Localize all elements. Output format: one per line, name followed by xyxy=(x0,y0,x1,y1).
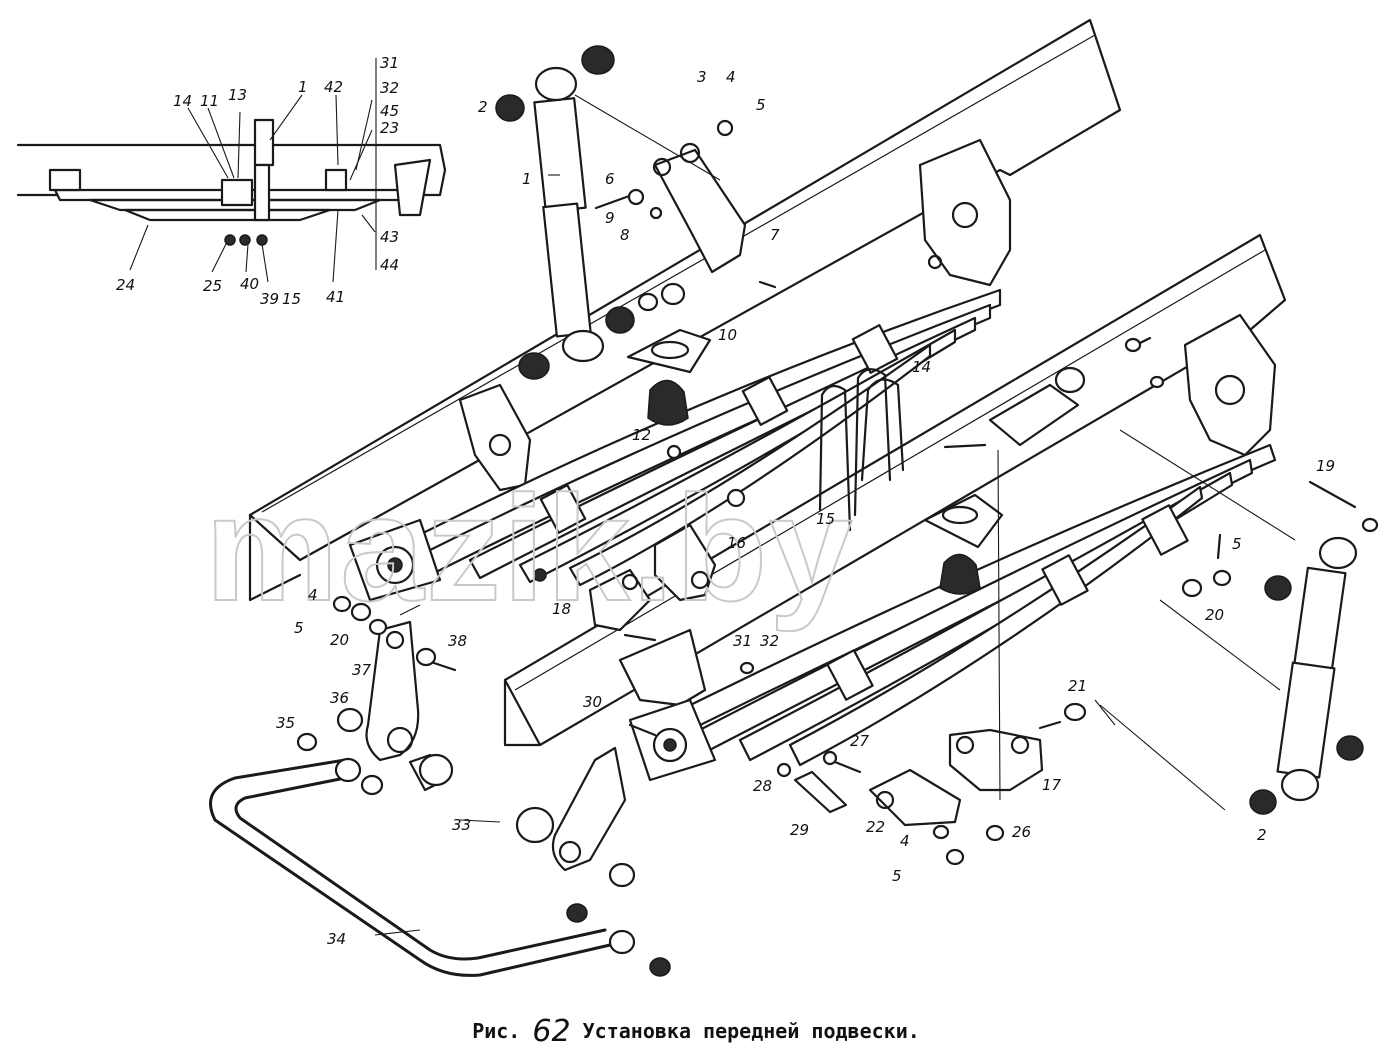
stabilizer-link-right xyxy=(551,746,627,872)
callout-10: 10 xyxy=(718,326,737,344)
callout-27: 27 xyxy=(850,732,870,750)
callout-4: 4 xyxy=(726,68,736,86)
callout-38: 38 xyxy=(448,632,467,650)
rear-spring-bracket-upper xyxy=(918,138,1012,287)
callout-32: 32 xyxy=(380,79,399,97)
leaf-spring-lower xyxy=(638,443,1277,767)
inset-leaders xyxy=(129,58,377,283)
callout-41: 41 xyxy=(326,288,345,306)
callout-35: 35 xyxy=(276,714,295,732)
callout-23: 23 xyxy=(380,119,399,137)
callout-14: 14 xyxy=(912,358,931,376)
callout-5: 5 xyxy=(756,96,766,114)
shock-bracket xyxy=(594,119,777,289)
callout-11: 11 xyxy=(200,92,219,110)
callout-1: 1 xyxy=(522,170,532,188)
bump-stop-lower xyxy=(923,493,1004,595)
callout-39: 39 xyxy=(260,290,279,308)
callout-4c: 4 xyxy=(900,832,910,850)
callout-5b: 5 xyxy=(294,619,304,637)
pin-and-shackle-lower xyxy=(793,702,1087,866)
stabilizer-bar xyxy=(209,757,636,977)
watermark: mazik.by xyxy=(205,464,855,632)
callout-17: 17 xyxy=(1042,776,1062,794)
callout-33: 33 xyxy=(452,816,471,834)
callout-45: 45 xyxy=(380,102,399,120)
callout-5d: 5 xyxy=(1232,535,1242,553)
inset-assembly-view xyxy=(16,118,447,246)
callout-34: 34 xyxy=(327,930,346,948)
callout-15: 15 xyxy=(816,510,835,528)
callout-9: 9 xyxy=(605,209,615,227)
callout-15: 15 xyxy=(282,290,301,308)
callout-20b: 20 xyxy=(1205,606,1224,624)
spring-pad-bracket xyxy=(943,336,1165,449)
callout-1: 1 xyxy=(298,78,308,96)
caption-title: Установка передней подвески. xyxy=(582,1019,920,1043)
shock-absorber-right xyxy=(1181,480,1379,815)
front-spring-bracket-lower xyxy=(618,628,707,707)
callout-20: 20 xyxy=(330,631,349,649)
callout-40: 40 xyxy=(240,275,259,293)
callout-43: 43 xyxy=(380,228,399,246)
spring-eye-front-lower xyxy=(628,698,717,782)
callout-3: 3 xyxy=(697,68,707,86)
inset-callout-labels: 14 11 13 1 42 31 32 45 23 24 25 40 39 15… xyxy=(116,54,399,308)
callout-6: 6 xyxy=(605,170,615,188)
fasteners xyxy=(332,595,792,888)
main-leaders xyxy=(374,94,1296,936)
callout-12: 12 xyxy=(632,426,651,444)
caption-prefix: Рис. xyxy=(472,1019,521,1043)
spring-eye-front-upper xyxy=(348,518,442,602)
callout-22: 22 xyxy=(866,818,885,836)
caption-figure-number: 62 xyxy=(532,1014,571,1049)
callout-26: 26 xyxy=(1012,823,1031,841)
main-callout-labels: 2 1 3 4 5 6 9 8 7 10 12 14 15 16 18 4 5 … xyxy=(276,68,1335,948)
callout-4b: 4 xyxy=(308,586,318,604)
bump-stop-upper xyxy=(626,328,712,460)
callout-29: 29 xyxy=(790,821,809,839)
frame-rail-upper xyxy=(248,18,1122,602)
callout-36: 36 xyxy=(330,689,349,707)
callout-7: 7 xyxy=(770,226,780,244)
callout-42: 42 xyxy=(324,78,343,96)
leaf-spring-upper xyxy=(368,288,1002,587)
callout-18: 18 xyxy=(552,600,571,618)
stabilizer-link-left xyxy=(365,620,420,762)
callout-2b: 2 xyxy=(1257,826,1267,844)
callout-14: 14 xyxy=(173,92,192,110)
callout-37: 37 xyxy=(352,661,372,679)
callout-2: 2 xyxy=(478,98,488,116)
u-bolts xyxy=(818,368,905,532)
bushings xyxy=(296,732,671,977)
callout-32: 32 xyxy=(760,632,779,650)
callout-8: 8 xyxy=(620,226,630,244)
callout-24: 24 xyxy=(116,276,135,294)
callout-31: 31 xyxy=(380,54,399,72)
callout-30: 30 xyxy=(583,693,602,711)
shock-absorber-left xyxy=(495,45,686,380)
callout-13: 13 xyxy=(228,86,247,104)
figure-caption: Рис. 62 Установка передней подвески. xyxy=(0,1014,1392,1049)
callout-5c: 5 xyxy=(892,867,902,885)
callout-44: 44 xyxy=(380,256,399,274)
shackle-upper xyxy=(533,488,746,642)
rear-spring-bracket-lower xyxy=(1183,313,1277,457)
callout-16: 16 xyxy=(727,534,746,552)
callout-28: 28 xyxy=(753,777,772,795)
callout-21: 21 xyxy=(1068,677,1087,695)
callout-31: 31 xyxy=(733,632,752,650)
callout-25: 25 xyxy=(203,277,222,295)
callout-19: 19 xyxy=(1316,457,1335,475)
